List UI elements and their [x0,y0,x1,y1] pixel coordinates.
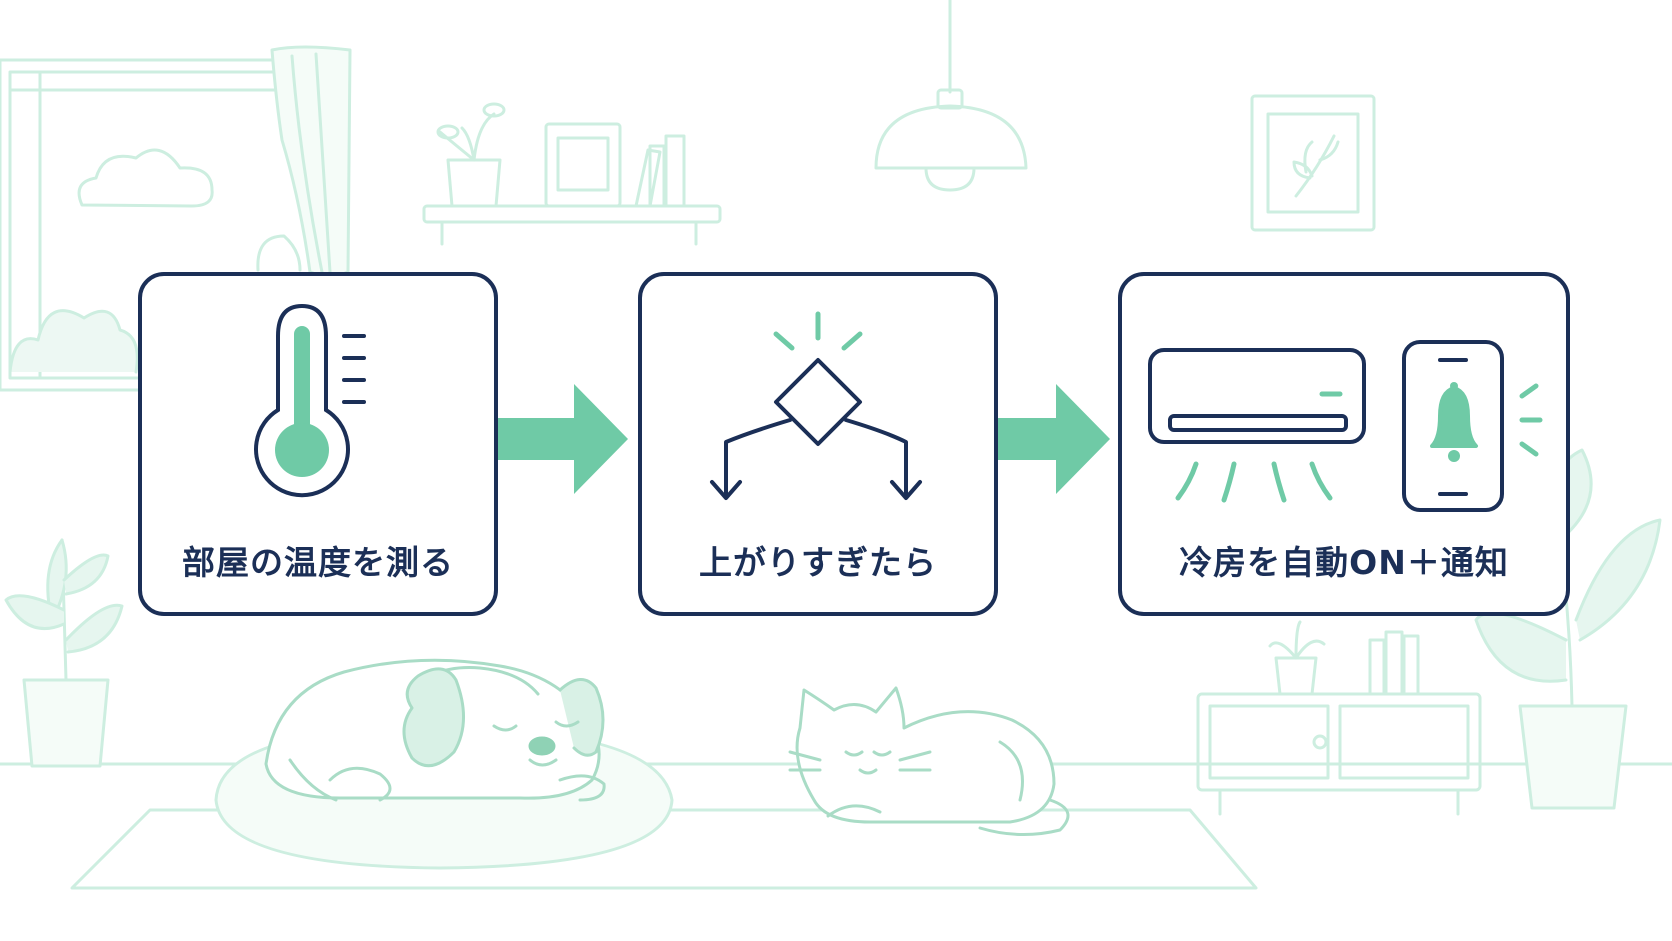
flow-arrow-2 [994,384,1110,494]
left-plant [4,538,124,768]
step-label-measure: 部屋の温度を測る [182,543,454,582]
wall-picture [1250,94,1376,232]
decision-branch-icon [710,311,922,500]
step-label-action: 冷房を自動ON＋通知 [1179,543,1509,582]
smartphone-bell-icon [1402,340,1543,512]
wall-shelf [422,102,722,246]
bush [8,309,139,374]
cloud [77,148,214,208]
tv-cabinet [1196,620,1482,816]
curtain [256,45,352,278]
sleeping-dog [264,658,606,802]
thermometer-icon [254,303,366,498]
air-conditioner-icon [1148,348,1366,503]
pendant-lamp [874,0,1028,192]
sleeping-cat [788,686,1070,836]
step-label-condition: 上がりすぎたら [699,543,937,582]
flow-arrow-1 [492,384,628,494]
